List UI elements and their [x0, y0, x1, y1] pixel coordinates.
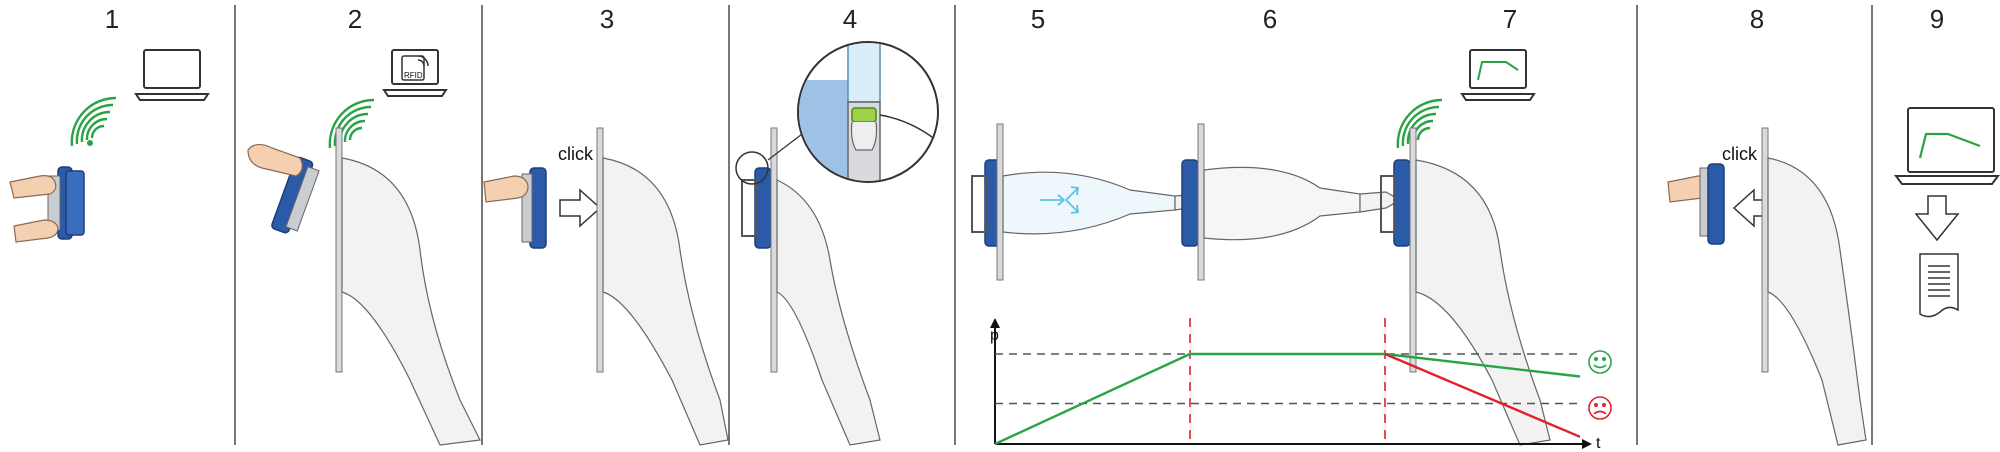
- hand-icon: [9, 175, 59, 243]
- tilted-port-cover: [271, 156, 320, 234]
- step-numbers: 1 2 3 4 5 6 7 8 9: [105, 4, 1944, 34]
- air-flow-arrows-icon: [1040, 186, 1080, 214]
- step-number-6: 6: [1263, 4, 1277, 34]
- port-flange-6: [1197, 123, 1205, 281]
- inflated-glove-6: [1203, 166, 1361, 241]
- step-number-8: 8: [1750, 4, 1764, 34]
- seal-detail-view: [799, 43, 937, 181]
- wireless-signal-icon: [70, 96, 117, 147]
- pressure-chart: p t: [990, 318, 1612, 452]
- panel-2: RFID: [247, 49, 481, 446]
- frown-fail-icon: [1588, 396, 1612, 420]
- panel-4: [735, 41, 939, 446]
- click-label-8: click: [1722, 144, 1758, 164]
- laptop-icon: [134, 49, 210, 101]
- click-label-3: click: [558, 144, 594, 164]
- x-axis-label: t: [1596, 435, 1601, 452]
- smiley-pass-icon: [1588, 350, 1612, 374]
- panel-5: [971, 123, 1216, 281]
- inflated-glove-5: [1002, 171, 1176, 235]
- wireless-signal-icon-2: [328, 98, 375, 149]
- glovebox-port-and-glove: [335, 127, 481, 446]
- wireless-signal-icon-7: [1396, 98, 1443, 149]
- glovebox-port-and-glove-3: [596, 127, 729, 446]
- port-flange-5: [996, 123, 1004, 281]
- laptop-report-icon: [1894, 107, 2000, 185]
- step-number-5: 5: [1031, 4, 1045, 34]
- panel-dividers: [234, 5, 1873, 445]
- port-cover-device-4: [741, 167, 772, 249]
- step-number-1: 1: [105, 4, 119, 34]
- panel-9: [1894, 107, 2000, 318]
- step-number-2: 2: [348, 4, 362, 34]
- phase-markers: [1189, 318, 1386, 444]
- port-cover-device-3: [521, 167, 547, 249]
- push-arrow-icon: [559, 188, 602, 228]
- y-axis-label: p: [990, 327, 999, 344]
- step-number-4: 4: [843, 4, 857, 34]
- rfid-laptop-icon: RFID: [382, 49, 448, 97]
- glovebox-port-and-glove-4: [770, 127, 881, 446]
- rfid-label: RFID: [404, 71, 423, 80]
- panel-8: click: [1667, 127, 1867, 446]
- step-number-9: 9: [1930, 4, 1944, 34]
- panel-6: [1181, 123, 1402, 281]
- series-line-2: [1384, 352, 1581, 438]
- port-cover-device-8: [1699, 163, 1725, 245]
- glovebox-port-and-glove-8: [1761, 127, 1867, 446]
- hand-icon-3: [483, 175, 529, 203]
- glovebox-port-and-glove-7: [1409, 127, 1551, 446]
- port-cover-device-6: [1181, 159, 1199, 247]
- step-number-7: 7: [1503, 4, 1517, 34]
- step-number-3: 3: [600, 4, 614, 34]
- port-cover-device-7: [1380, 159, 1411, 247]
- panel-1: [9, 49, 210, 243]
- chart-series: [994, 352, 1581, 446]
- hand-icon-2: [247, 143, 303, 177]
- panel-7: [1380, 49, 1551, 446]
- down-arrow-icon: [1914, 195, 1960, 242]
- laptop-chart-icon: [1460, 49, 1536, 101]
- seal-ring: [851, 107, 877, 123]
- panel-3: click: [483, 127, 729, 446]
- series-line-1: [994, 352, 1581, 446]
- document-icon: [1919, 253, 1959, 318]
